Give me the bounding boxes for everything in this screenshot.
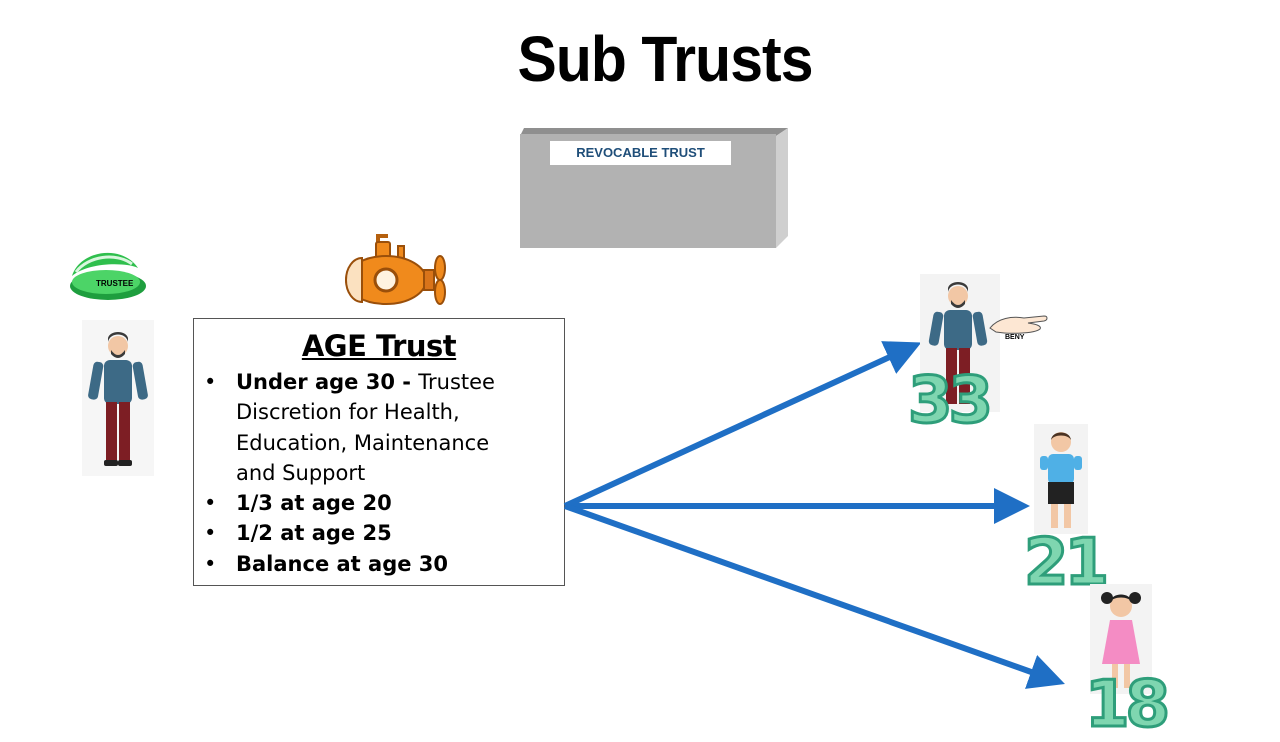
page-title: Sub Trusts	[517, 23, 813, 95]
beneficiary-man-icon	[920, 274, 1000, 412]
age-trust-item: 1/2 at age 25	[204, 518, 524, 549]
arrow-to-33	[563, 341, 922, 509]
beneficiary-girl-icon	[1090, 584, 1152, 694]
age-trust-item: Balance at age 30	[204, 549, 524, 580]
item-bold: Balance at age 30	[236, 551, 448, 576]
trustee-hat-label: TRUSTEE	[96, 279, 134, 288]
age-number-18: 18	[1083, 667, 1171, 742]
age-trust-title: AGE Trust	[301, 329, 457, 363]
beny-label: BENY	[1005, 334, 1025, 341]
distribution-arrows	[563, 341, 1065, 689]
item-bold: 1/3 at age 20	[236, 491, 392, 516]
beneficiary-boy-icon	[1034, 424, 1088, 534]
trustee-visor-icon	[70, 252, 146, 300]
age-trust-item: 1/3 at age 20	[204, 488, 524, 519]
revocable-trust-label: REVOCABLE TRUST	[550, 141, 731, 165]
arrow-to-18	[563, 503, 1065, 689]
item-bold: 1/2 at age 25	[236, 521, 392, 546]
item-bold: Under age 30 -	[236, 370, 419, 394]
age-trust-list: Under age 30 - Trustee Discretion for He…	[194, 367, 524, 579]
open-hand-icon	[989, 315, 1048, 334]
trustee-person-icon	[82, 320, 154, 476]
age-trust-box: AGE Trust Under age 30 - Trustee Discret…	[193, 318, 565, 586]
age-number-33: 33	[906, 363, 994, 440]
age-trust-item: Under age 30 - Trustee Discretion for He…	[204, 367, 524, 488]
item-text: Trustee Discretion for Health, Education…	[236, 370, 495, 485]
submarine-icon	[344, 234, 446, 305]
